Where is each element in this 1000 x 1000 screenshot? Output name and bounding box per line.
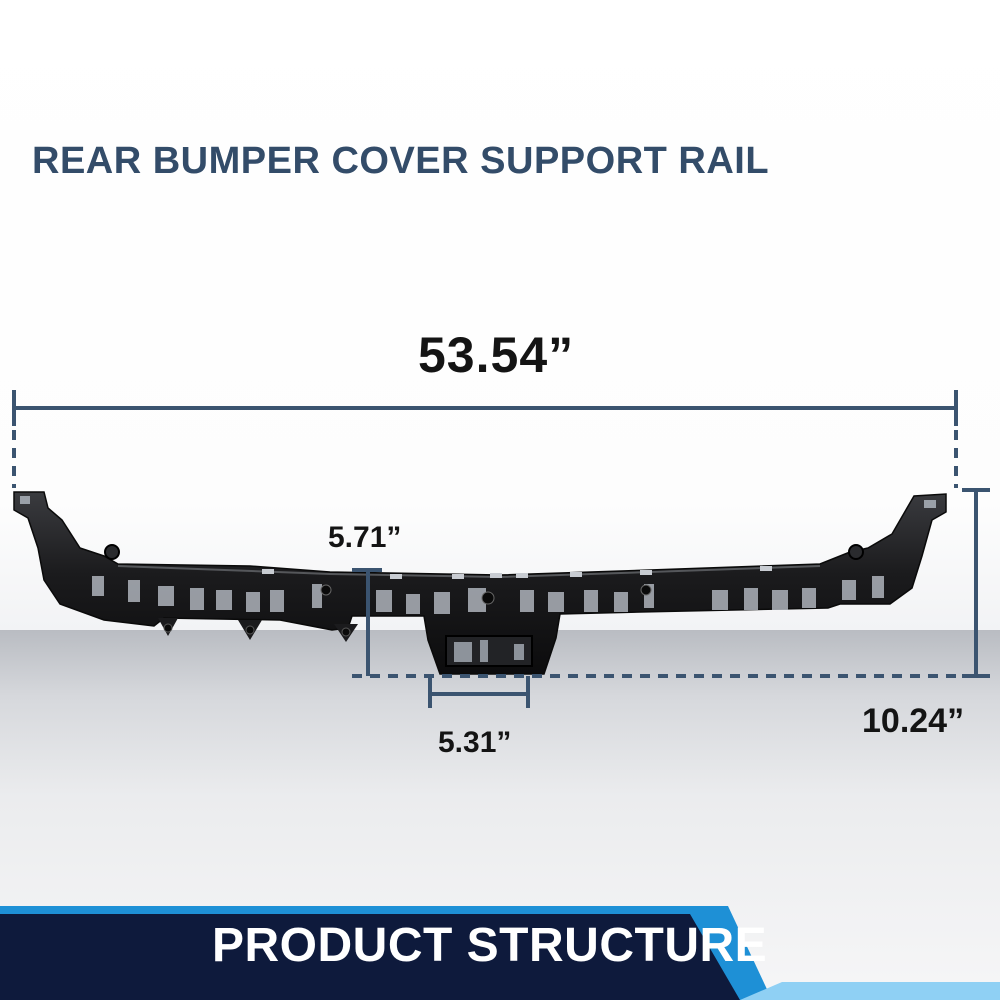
- bracket-slot: [480, 640, 488, 662]
- banner-dark-band: [0, 914, 740, 1000]
- mount-hole: [481, 591, 495, 605]
- mount-hole: [640, 584, 652, 596]
- center-height-label: 5.71”: [328, 521, 402, 554]
- mount-hole: [320, 584, 332, 596]
- mount-hole: [163, 623, 173, 633]
- rail-rib-windows: [92, 576, 884, 614]
- studio-background: [0, 0, 1000, 630]
- bracket-width-label: 5.31”: [438, 726, 512, 759]
- overall-height-label: 10.24”: [862, 702, 965, 740]
- end-slot: [20, 496, 30, 504]
- end-slot: [924, 500, 936, 508]
- rail-body: [13, 491, 947, 675]
- top-clips: [262, 566, 772, 579]
- banner-label: PRODUCT STRUCTURE: [212, 919, 768, 972]
- bracket-slot: [514, 644, 524, 660]
- banner-light-corner: [740, 982, 1000, 1000]
- overall-width-label: 53.54”: [418, 327, 575, 383]
- mount-hole: [245, 625, 255, 635]
- mount-hole: [848, 544, 864, 560]
- product-title: REAR BUMPER COVER SUPPORT RAIL: [32, 140, 770, 182]
- mount-hole: [104, 544, 120, 560]
- bracket-slot: [454, 642, 472, 662]
- mount-hole: [341, 627, 351, 637]
